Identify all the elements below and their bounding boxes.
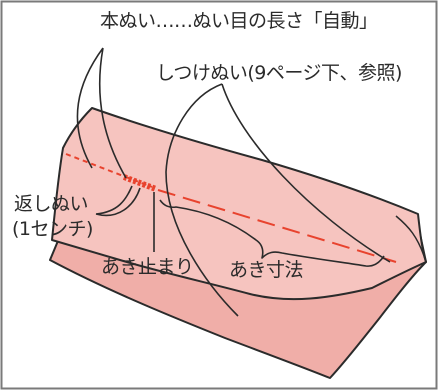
label-opening-stop: あき止まり — [101, 256, 194, 278]
opening-length-bracket — [159, 199, 385, 267]
label-backstitch-length: (1センチ) — [12, 218, 93, 240]
leader-main-stitch — [76, 47, 127, 179]
main-stitch-line — [65, 153, 153, 188]
label-backstitch: 返しぬい — [14, 193, 89, 215]
backstitch-mark — [122, 174, 158, 192]
label-basting-stitch: しつけぬい(9ページ下、参照) — [156, 62, 402, 84]
label-opening-length: あき寸法 — [229, 259, 304, 281]
basting-stitch-line — [157, 189, 397, 263]
leader-backstitch — [95, 185, 141, 217]
fabric-curl — [395, 215, 427, 263]
fabric-upper-layer — [51, 107, 427, 301]
leader-basting — [165, 83, 391, 317]
label-main-stitch: 本ぬい……ぬい目の長さ「自動」 — [100, 10, 378, 32]
